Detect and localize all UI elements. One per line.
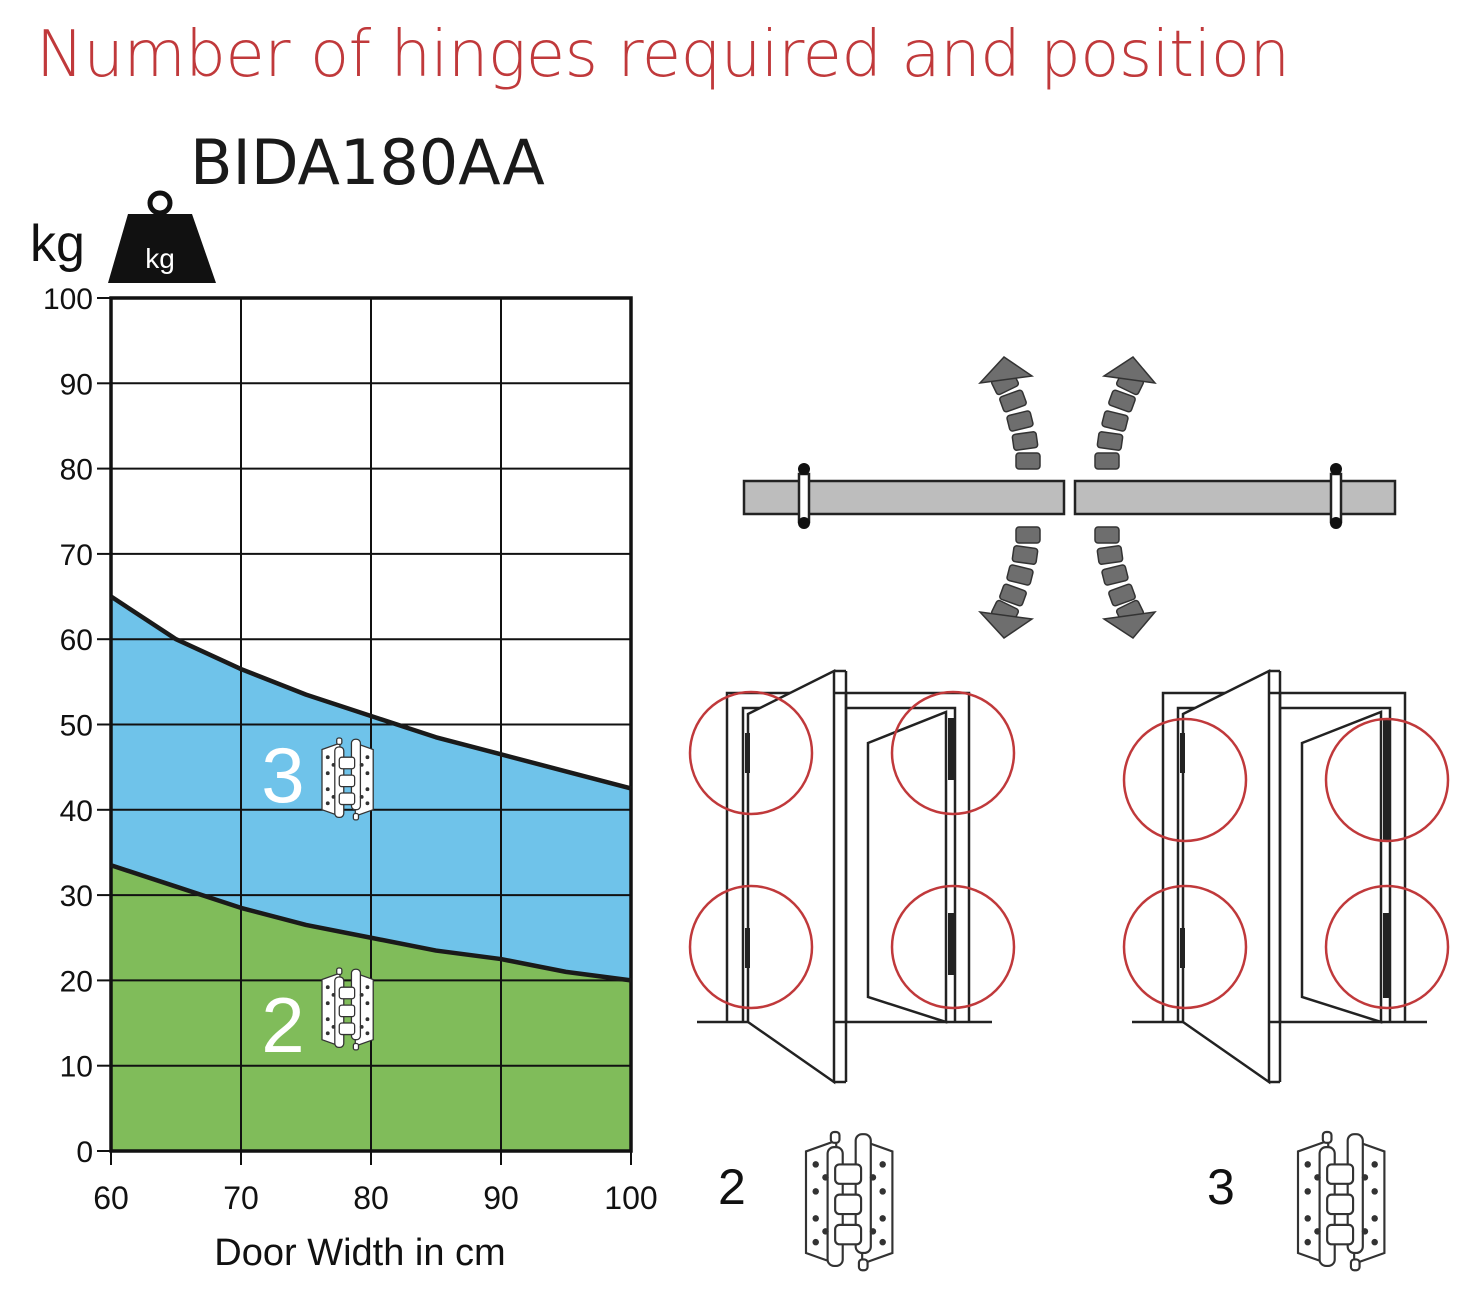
hinge-position-circle xyxy=(890,690,1016,816)
y-tick-label: 90 xyxy=(60,368,93,401)
hinge-position-circle xyxy=(890,884,1016,1010)
door-elevation-2-hinges xyxy=(688,668,1016,1085)
page-title: Number of hinges required and position xyxy=(36,18,1290,92)
swing-arrow-icon xyxy=(978,356,1041,470)
x-tick-label: 60 xyxy=(93,1180,129,1216)
y-tick-label: 10 xyxy=(60,1051,93,1084)
y-tick-label: 20 xyxy=(60,965,93,998)
x-tick-label: 100 xyxy=(604,1180,657,1216)
hinge-count-3-label: 3 xyxy=(1207,1159,1235,1215)
hinge-icon xyxy=(321,737,374,821)
y-tick-label: 70 xyxy=(60,539,93,572)
hinge-pivot-right xyxy=(1329,463,1343,529)
hinge-icon xyxy=(804,1130,894,1272)
weight-icon-label: kg xyxy=(145,243,175,274)
y-axis-unit-label: kg xyxy=(30,215,85,273)
hinge-position-circle xyxy=(688,690,814,816)
zone-label-3: 3 xyxy=(261,731,304,819)
y-tick-label: 50 xyxy=(60,710,93,743)
hinge-position-circle xyxy=(1324,884,1450,1010)
swing-arrow-icon xyxy=(1094,356,1157,470)
y-tick-label: 60 xyxy=(60,624,93,657)
model-name: BIDA180AA xyxy=(190,126,545,199)
x-tick-label: 70 xyxy=(223,1180,259,1216)
x-tick-label: 80 xyxy=(353,1180,389,1216)
boundary-line-2-hinges xyxy=(110,863,632,983)
y-tick-label: 80 xyxy=(60,454,93,487)
hinge-icon xyxy=(1296,1130,1386,1272)
door-panel-left xyxy=(742,479,1066,516)
hinge-position-circle xyxy=(1324,717,1450,843)
door-plan-view xyxy=(742,356,1397,639)
weight-icon: kg xyxy=(108,190,216,283)
hinge-position-circle xyxy=(1122,884,1248,1010)
hinge-position-circle xyxy=(688,884,814,1010)
y-tick-label: 0 xyxy=(76,1136,93,1169)
hinge-icon xyxy=(321,967,374,1051)
hinge-position-circle xyxy=(1122,717,1248,843)
zone-label-2: 2 xyxy=(261,981,304,1069)
swing-arrow-icon xyxy=(978,526,1041,639)
door-panel-right xyxy=(1073,479,1397,516)
hinge-count-2-label: 2 xyxy=(718,1159,746,1215)
y-tick-label: 40 xyxy=(60,795,93,828)
swing-arrow-icon xyxy=(1094,526,1157,639)
y-tick-label: 30 xyxy=(60,880,93,913)
y-tick-label: 100 xyxy=(43,283,93,316)
door-elevation-3-hinges xyxy=(1122,668,1450,1085)
boundary-line-3-hinges xyxy=(109,594,632,791)
x-axis-label: Door Width in cm xyxy=(214,1232,505,1274)
x-tick-label: 90 xyxy=(483,1180,519,1216)
hinge-pivot-left xyxy=(797,463,811,529)
